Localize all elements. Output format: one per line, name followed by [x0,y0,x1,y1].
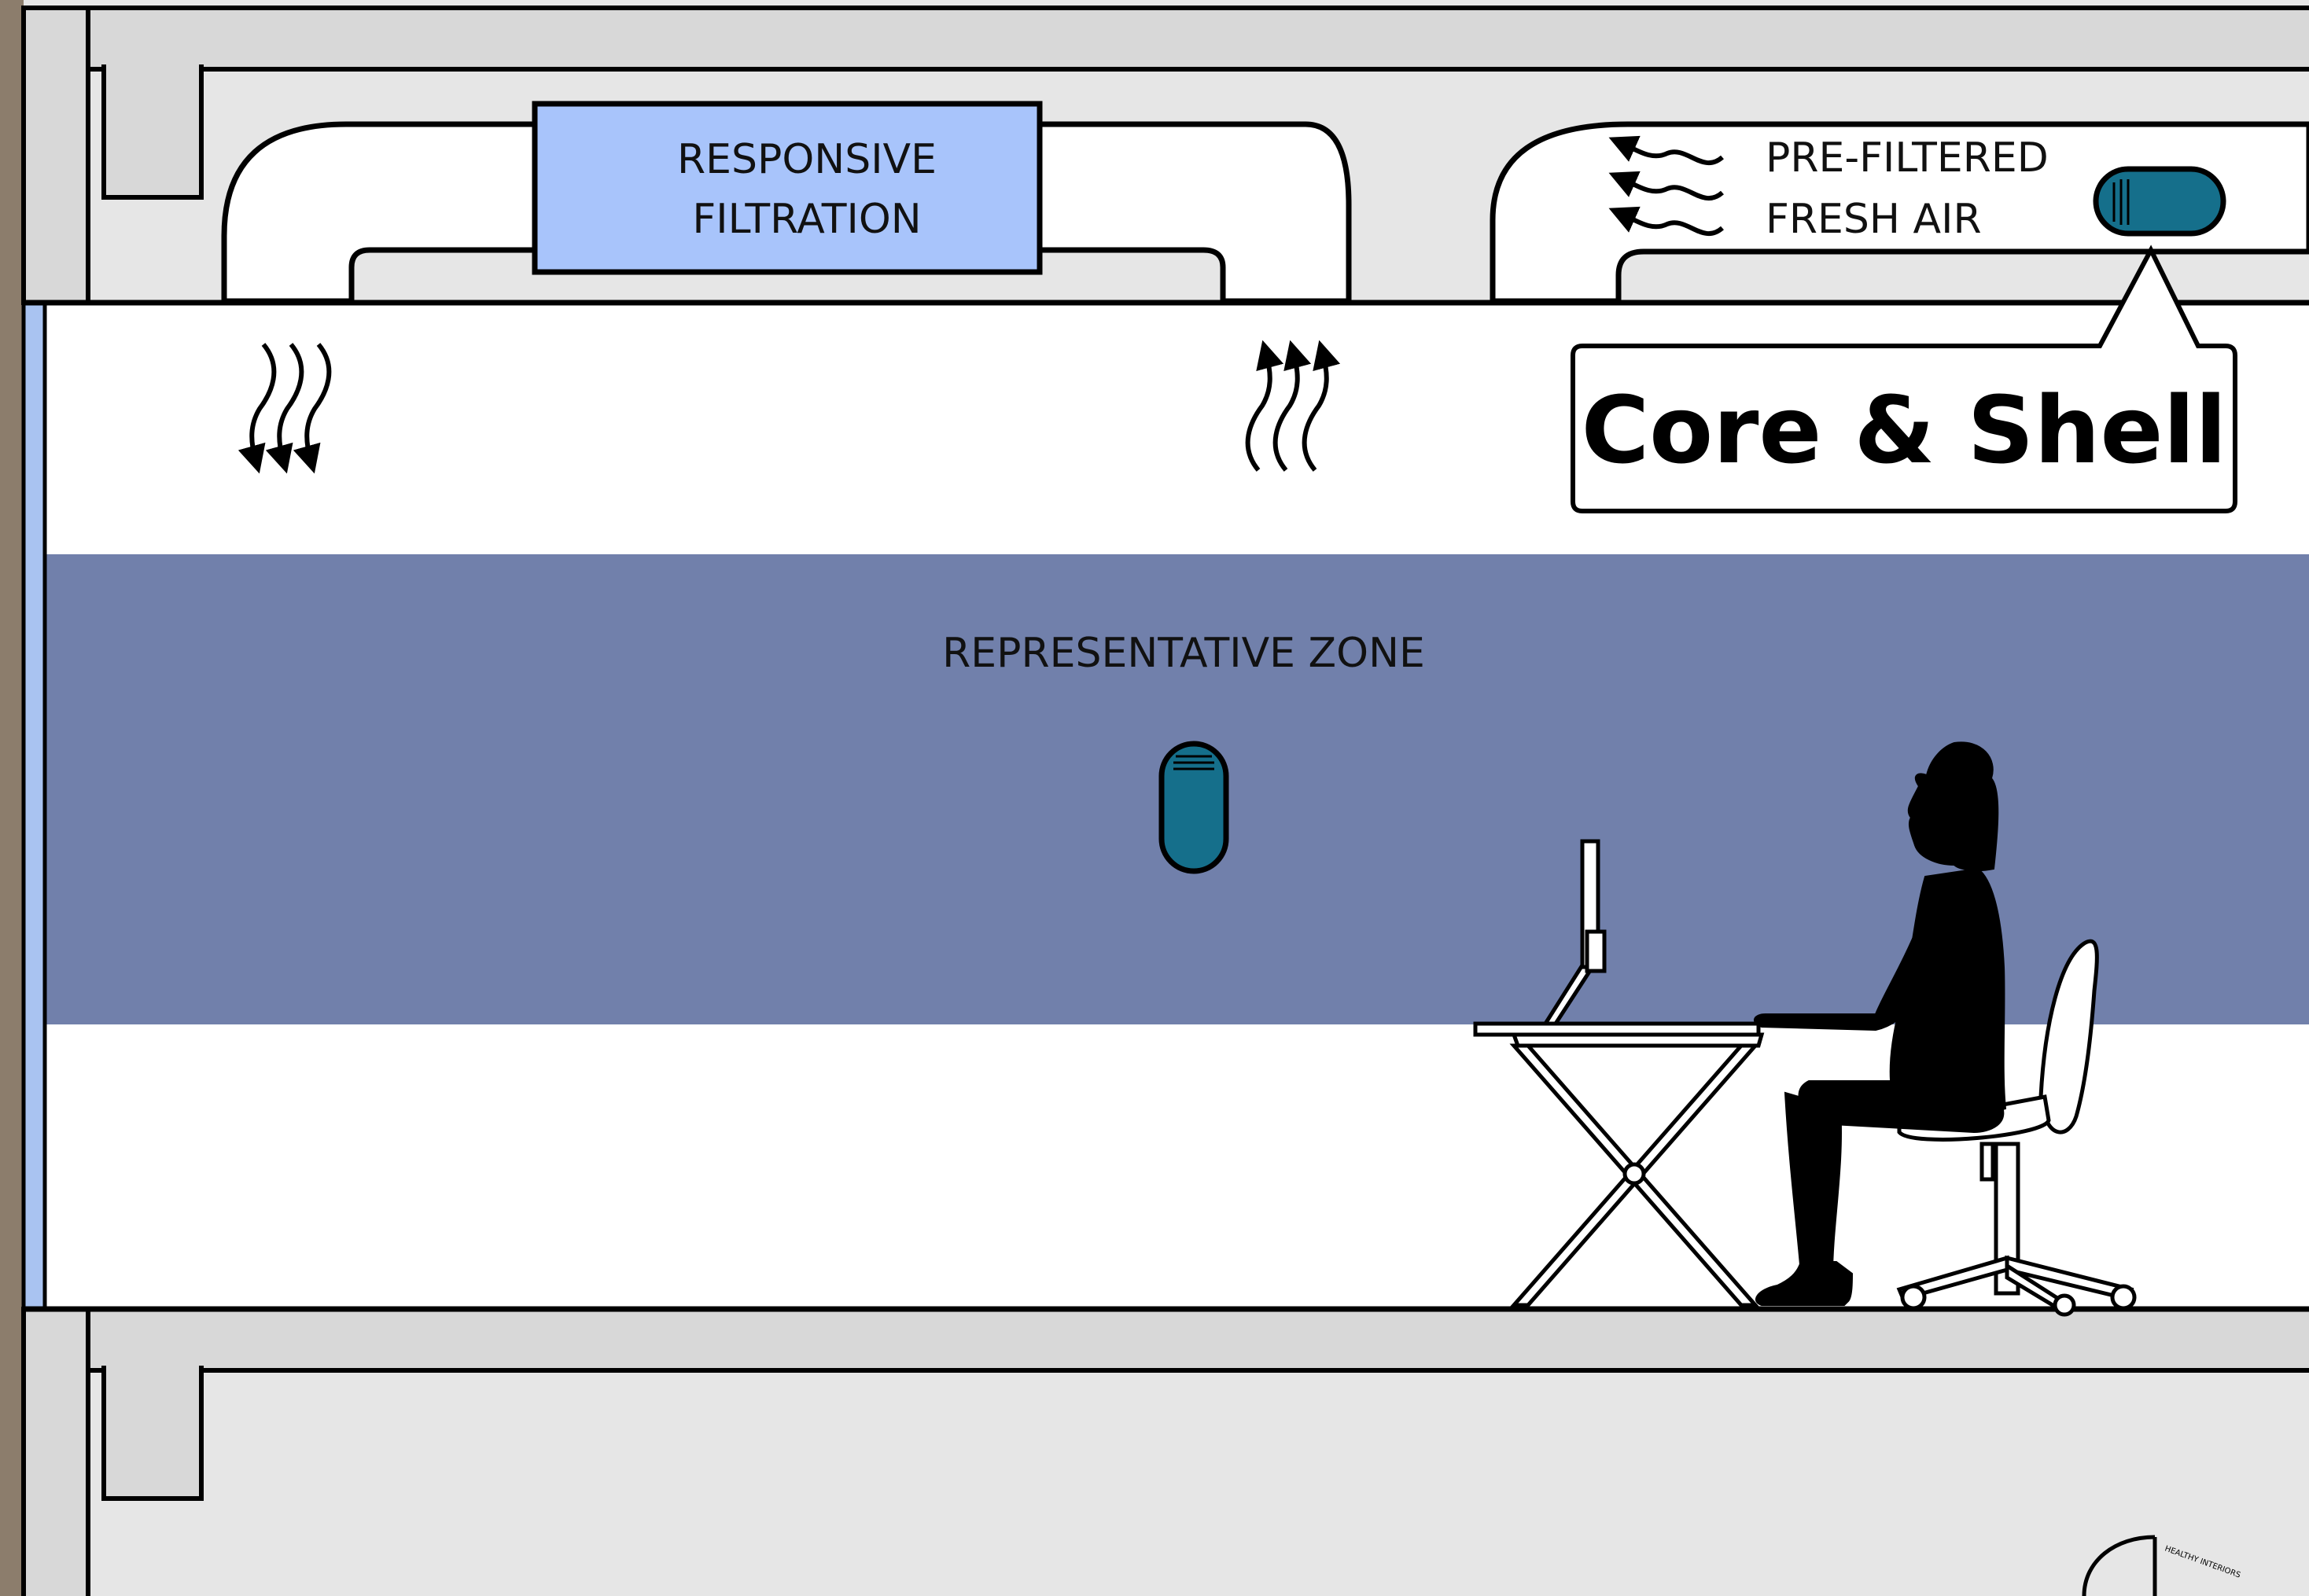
window-glass [24,303,45,1309]
duct-air-sensor-icon [2096,169,2223,234]
fresh-air-label-line2: FRESH AIR [1766,196,1982,243]
core-shell-callout-text: Core & Shell [1582,376,2227,484]
filtration-label-line2: FILTRATION [692,196,921,243]
lower-slab [88,1309,2309,1370]
filtration-label-line1: RESPONSIVE [677,136,937,183]
facade-column-lower [24,1309,88,1596]
facade-column-upper [24,8,88,303]
filtration-box [535,104,1040,272]
fresh-air-label-line1: PRE-FILTERED [1766,134,2049,182]
zone-air-sensor-icon [1162,744,1226,871]
upper-slab [88,8,2309,69]
upper-slab-fill [106,11,199,74]
upper-beam-drop [104,67,201,197]
lower-slab-fill [106,1312,199,1375]
zone-label: REPRESENTATIVE ZONE [942,630,1425,677]
lower-beam-drop [104,1368,201,1499]
exterior-strip [0,0,24,1596]
